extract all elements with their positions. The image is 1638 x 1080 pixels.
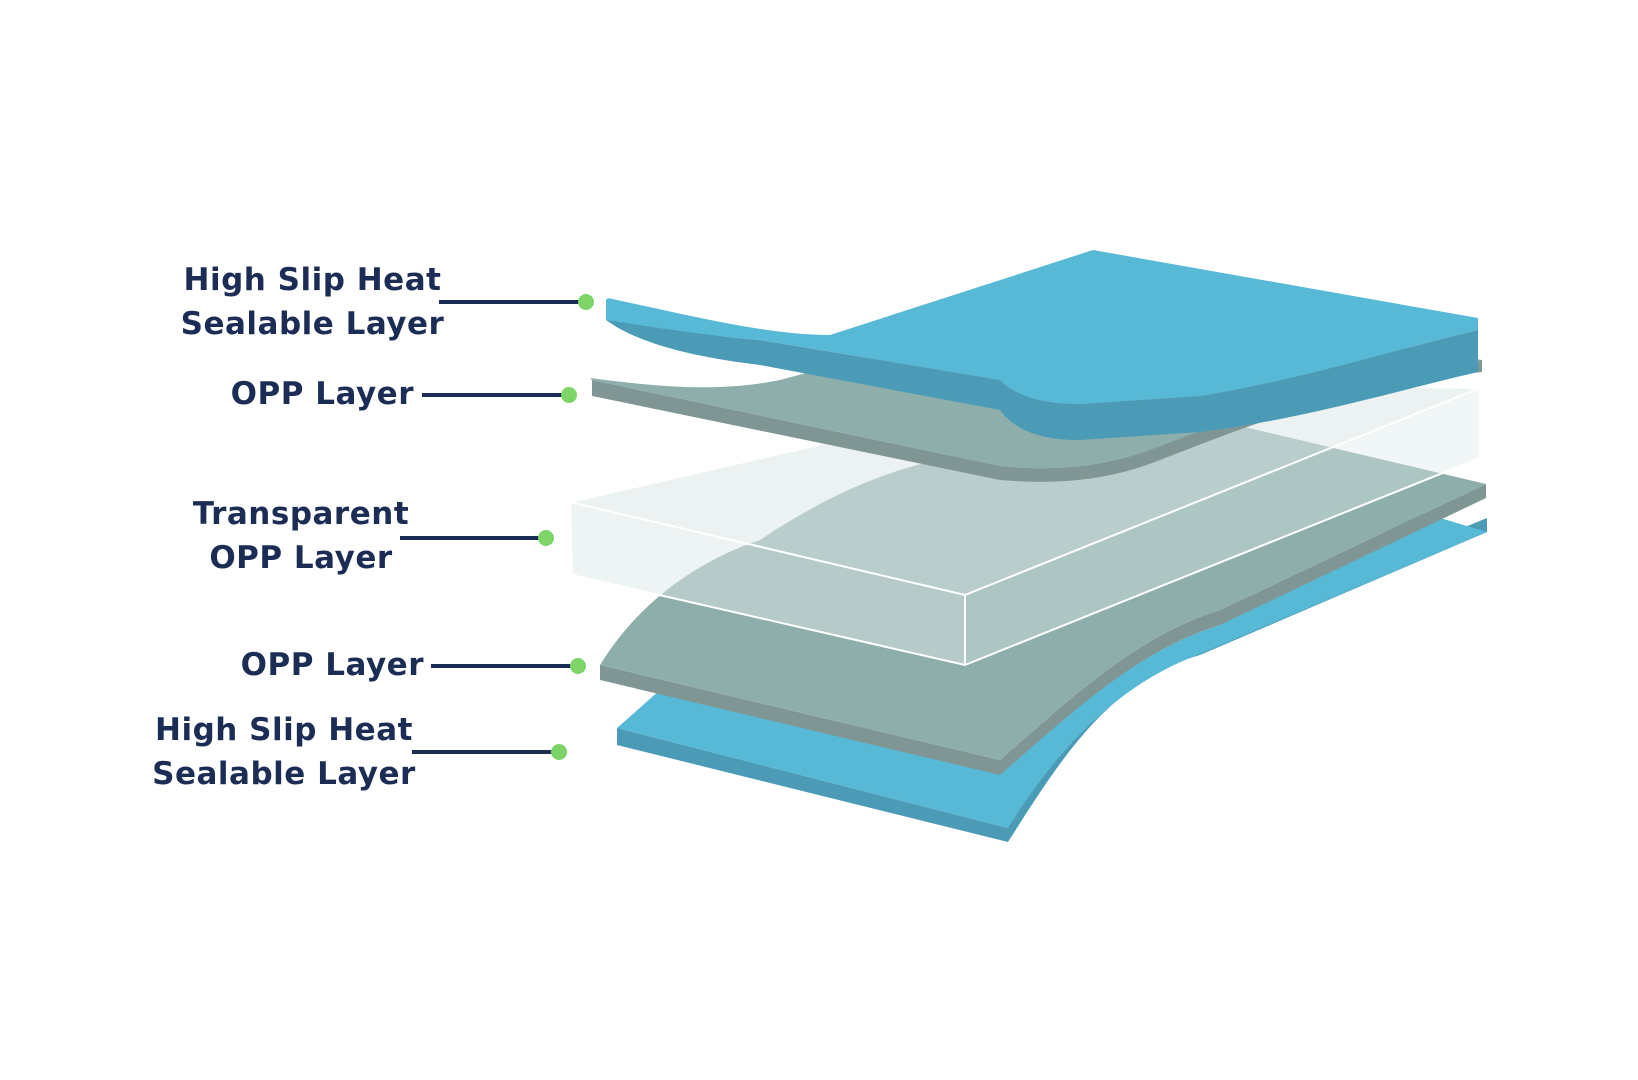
- label-top-opp-layer: OPP Layer: [200, 372, 414, 416]
- transparent-opp-layer-shape: [569, 380, 1481, 667]
- bottom-heat-sealable-top: [617, 512, 1487, 828]
- label-line: Sealable Layer: [152, 756, 416, 792]
- label-transparent-opp-layer: Transparent OPP Layer: [180, 492, 422, 580]
- leader-dot-top-heat-sealable: [578, 294, 594, 310]
- label-line: OPP Layer: [209, 540, 393, 576]
- top-heat-sealable-layer-shape: [606, 250, 1478, 440]
- label-line: OPP Layer: [230, 376, 414, 412]
- leader-dot-top-opp: [561, 387, 577, 403]
- label-line: Sealable Layer: [180, 306, 445, 342]
- label-bottom-heat-sealable-layer: High Slip Heat Sealable Layer: [150, 708, 418, 796]
- label-line: High Slip Heat: [155, 712, 413, 748]
- label-line: OPP Layer: [240, 647, 424, 683]
- label-bottom-opp-layer: OPP Layer: [210, 643, 424, 687]
- label-line: High Slip Heat: [183, 262, 442, 298]
- leader-lines: [400, 294, 594, 760]
- leader-dot-bottom-heat-sealable: [551, 744, 567, 760]
- transparent-box-right: [965, 388, 1480, 665]
- label-line: Transparent: [192, 496, 410, 532]
- leader-dot-transparent-opp: [538, 530, 554, 546]
- transparent-box-top: [570, 382, 1480, 595]
- leader-dot-bottom-opp: [570, 658, 586, 674]
- transparent-box-front: [570, 502, 965, 665]
- label-top-heat-sealable-layer: High Slip Heat Sealable Layer: [180, 258, 445, 346]
- bottom-heat-sealable-layer-shape: [617, 512, 1487, 842]
- top-heat-sealable-underside: [606, 300, 1478, 440]
- top-heat-sealable-top: [606, 250, 1478, 404]
